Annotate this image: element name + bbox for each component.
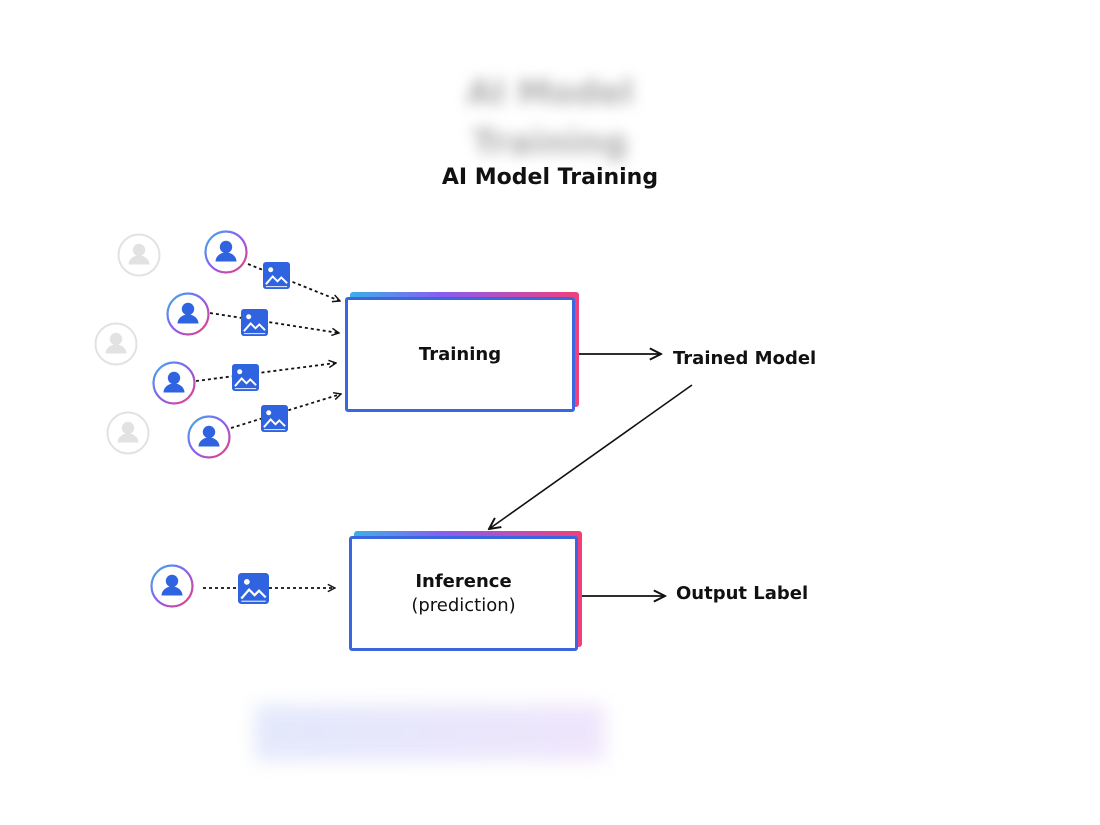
data-input-arrow [230, 394, 341, 429]
output-label: Output Label [676, 583, 809, 604]
trained-model-label: Trained Model [673, 348, 817, 369]
inference-box: Inference (prediction) [349, 536, 578, 651]
image-icon [238, 573, 269, 604]
user-icon [150, 564, 194, 608]
training-label: Training [418, 343, 502, 365]
image-icon [261, 405, 288, 432]
inference-sublabel: (prediction) [411, 594, 516, 616]
data-input-arrow [195, 363, 336, 382]
faded-user-icon [94, 322, 138, 366]
user-icon [152, 361, 196, 405]
inference-label: Inference [415, 570, 512, 592]
user-icon [187, 415, 231, 459]
data-input-arrow [209, 312, 339, 333]
blurred-box [255, 705, 605, 760]
data-input-arrow [247, 263, 340, 301]
image-icon [241, 309, 268, 336]
faded-user-icon [106, 411, 150, 455]
user-icon [204, 230, 248, 274]
diagram-title: AI Model Training [441, 165, 659, 190]
image-icon [263, 262, 290, 289]
user-icon [166, 292, 210, 336]
image-icon [232, 364, 259, 391]
blurred-title: AI Model Training [466, 73, 634, 163]
training-box: Training [345, 297, 575, 412]
model-to-inference-arrow [489, 384, 693, 529]
faded-user-icon [117, 233, 161, 277]
